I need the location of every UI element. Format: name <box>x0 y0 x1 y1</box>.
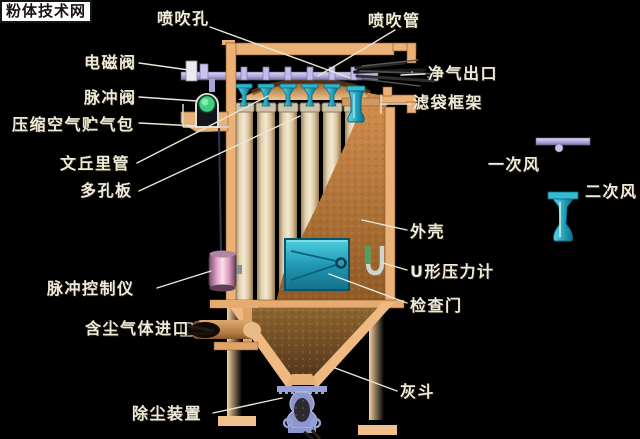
label-perforated-plate: 多孔板 <box>80 181 133 200</box>
label-u-tube-manometer: U形压力计 <box>410 262 495 281</box>
label-air-reservoir: 压缩空气贮气包 <box>12 115 135 134</box>
label-clean-air-outlet: 净气出口 <box>428 64 499 83</box>
inspection-door <box>284 238 350 291</box>
u-tube-manometer <box>365 246 385 276</box>
dust-discharge-valve <box>277 386 327 439</box>
large-venturi <box>346 85 366 123</box>
shell-walls <box>222 40 417 306</box>
label-blow-hole: 喷吹孔 <box>157 9 210 28</box>
label-venturi-tube: 文丘里管 <box>60 154 131 173</box>
door-handle <box>335 257 347 269</box>
label-dusty-gas-inlet: 含尘气体进口 <box>85 319 191 338</box>
clean-air-outlet-flanges <box>379 42 417 114</box>
inlet-dust-spray <box>180 322 220 338</box>
clean-air-spray <box>353 59 439 87</box>
label-solenoid-valve: 电磁阀 <box>84 53 137 72</box>
label-ash-hopper: 灰斗 <box>400 382 436 401</box>
leader-lines <box>136 26 426 414</box>
label-shell: 外壳 <box>410 222 446 241</box>
venturi-nozzles <box>235 83 366 123</box>
legend-secondary-air <box>547 191 579 242</box>
watermark: 粉体技术网 <box>0 0 92 23</box>
label-secondary-air: 二次风 <box>585 182 638 201</box>
pulse-controller <box>208 127 242 292</box>
label-inspection-door: 检查门 <box>410 296 463 315</box>
label-blow-pipe: 喷吹管 <box>368 11 421 30</box>
label-pulse-controller: 脉冲控制仪 <box>47 279 135 298</box>
label-primary-air: 一次风 <box>488 155 541 174</box>
label-pulse-valve: 脉冲阀 <box>84 88 137 107</box>
legend-primary-air <box>535 137 591 153</box>
pulse-valve <box>182 93 229 128</box>
hopper-cone <box>226 302 395 388</box>
label-filter-bag-cage: 滤袋框架 <box>413 93 484 112</box>
label-dust-discharge-device: 除尘装置 <box>132 404 203 423</box>
